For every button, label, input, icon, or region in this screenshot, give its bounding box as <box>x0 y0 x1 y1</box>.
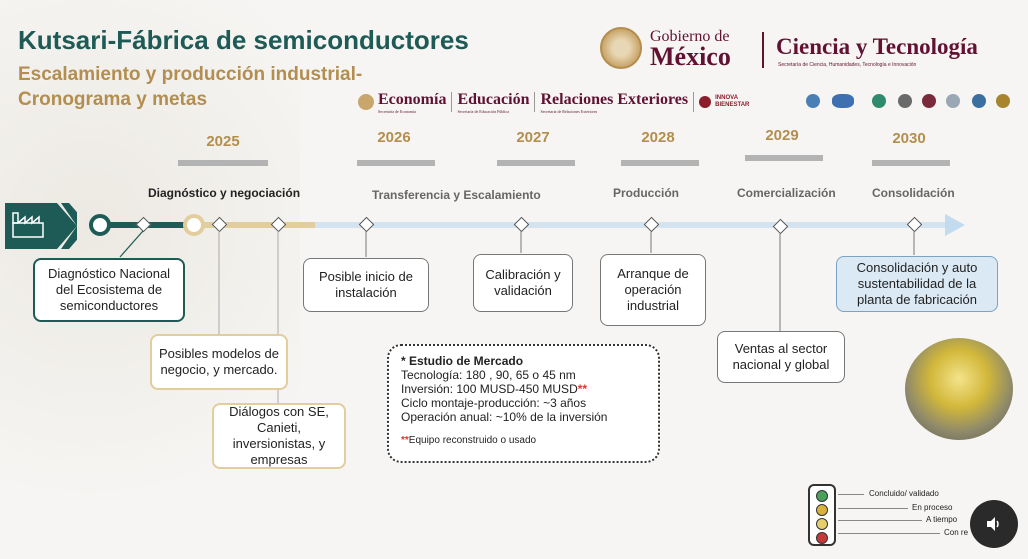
year-bar <box>872 160 950 166</box>
traffic-light-icon <box>808 484 836 546</box>
institution-logo-icon <box>946 94 960 108</box>
market-study-box: * Estudio de Mercado Tecnología: 180 , 9… <box>387 344 660 463</box>
market-study-line: Operación anual: ~10% de la inversión <box>401 410 608 424</box>
year-bar <box>178 160 268 166</box>
phase-label: Producción <box>613 186 680 200</box>
market-study-heading: * Estudio de Mercado <box>401 354 524 368</box>
economia-seal-icon <box>358 94 374 110</box>
year-label: 2028 <box>641 129 675 146</box>
market-study-note: **Equipo reconstruido o usado <box>401 435 537 446</box>
page-title: Kutsari-Fábrica de semiconductores <box>18 25 469 55</box>
market-study-line: Tecnología: 180 , 90, 65 o 45 nm <box>401 368 576 382</box>
logo-divider <box>451 92 453 112</box>
milestone-card-consolidacion: Consolidación y auto sustentabilidad de … <box>836 256 998 312</box>
timeline-arrow-head <box>945 214 965 236</box>
year-label: 2027 <box>516 129 550 146</box>
legend-label: Concluido/ validado <box>869 489 939 498</box>
timeline-segment-future <box>315 222 950 228</box>
year-label: 2029 <box>765 127 799 144</box>
legend-connector <box>838 533 940 534</box>
ciencia-tecnologia-subtitle: Secretaría de Ciencia, Humanidades, Tecn… <box>778 62 917 68</box>
year-label: 2030 <box>892 130 926 147</box>
market-study-line: Inversión: 100 MUSD-450 MUSD** <box>401 382 588 396</box>
audio-button[interactable] <box>970 500 1018 548</box>
factory-arrow-icon <box>5 203 77 249</box>
logo-divider <box>762 32 764 68</box>
yellow-lamp-icon <box>816 504 828 516</box>
phase-label: Consolidación <box>872 186 955 200</box>
relaciones-exteriores-logo: Relaciones Exteriores Secretaría de Rela… <box>540 90 689 114</box>
phase-label: Diagnóstico y negociación <box>148 186 301 200</box>
speaker-icon <box>987 517 999 531</box>
ciencia-tecnologia-logo: Ciencia y Tecnología <box>776 34 978 59</box>
year-label: 2026 <box>377 129 411 146</box>
timeline-segment-in-progress <box>185 222 315 228</box>
phase-label: Comercialización <box>737 186 836 200</box>
institution-logo-icon <box>996 94 1010 108</box>
red-lamp-icon <box>816 532 828 544</box>
year-bar <box>745 155 823 161</box>
partner-logos-row: Economía Secretaría de Economía Educació… <box>358 90 749 114</box>
milestone-card-diagnostico: Diagnóstico Nacional del Ecosistema de s… <box>33 258 185 322</box>
milestone-card-dialogos: Diálogos con SE, Canieti, inversionistas… <box>212 403 346 469</box>
market-study-line: Ciclo montaje-producción: ~3 años <box>401 396 587 410</box>
year-bar <box>621 160 699 166</box>
year-bar <box>497 160 575 166</box>
year-bar <box>357 160 435 166</box>
year-label: 2025 <box>206 133 240 150</box>
institution-logo-icon <box>898 94 912 108</box>
milestone-card-instalacion: Posible inicio de instalación <box>303 258 429 312</box>
educacion-logo: Educación Secretaría de Educación Públic… <box>457 90 530 114</box>
economia-logo: Economía Secretaría de Economía <box>378 90 447 114</box>
milestone-card-ventas: Ventas al sector nacional y global <box>717 331 845 383</box>
green-lamp-icon <box>816 490 828 502</box>
timeline-start-node <box>89 214 111 236</box>
innova-bienestar-logo: INNOVA BIENESTAR <box>715 95 750 108</box>
institution-logo-icon <box>922 94 936 108</box>
legend-connector <box>838 494 864 495</box>
mexico-label: México <box>650 42 731 71</box>
innova-icon <box>699 96 712 108</box>
milestone-card-arranque: Arranque de operación industrial <box>600 254 706 326</box>
legend-connector <box>838 520 922 521</box>
timeline-current-node <box>183 214 205 236</box>
page-subtitle: Escalamiento y producción industrial-Cro… <box>18 64 363 110</box>
institution-logo-icon <box>832 94 854 108</box>
logo-divider <box>534 92 536 112</box>
cleanroom-photo <box>905 338 1013 440</box>
phase-label: Transferencia y Escalamiento <box>372 188 541 202</box>
milestone-card-calibracion: Calibración y validación <box>473 254 573 312</box>
milestone-card-modelos: Posibles modelos de negocio, y mercado. <box>150 334 288 390</box>
institution-logo-icon <box>806 94 820 108</box>
legend-connector <box>838 508 908 509</box>
logo-divider <box>693 92 695 112</box>
gobierno-label: Gobierno de <box>650 28 730 45</box>
legend-label: Con re <box>944 528 969 537</box>
institution-logo-icon <box>972 94 986 108</box>
legend-label: A tiempo <box>926 515 958 524</box>
legend-label: En proceso <box>912 503 953 512</box>
mexico-seal-icon <box>600 27 642 69</box>
institution-logo-icon <box>872 94 886 108</box>
amber-lamp-icon <box>816 518 828 530</box>
